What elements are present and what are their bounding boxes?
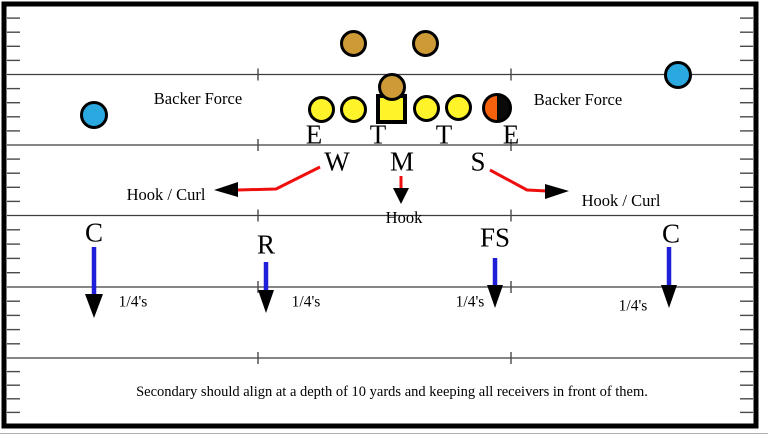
oline-circle-4 — [445, 94, 472, 121]
dline-label-t-right: T — [435, 119, 453, 150]
quarters-label-4: 1/4's — [618, 297, 648, 315]
quarters-label-2: 1/4's — [291, 293, 321, 311]
quarters-label-1: 1/4's — [118, 293, 148, 311]
corner-right-drop-arrow — [661, 247, 677, 308]
corner-left-drop-arrow — [85, 247, 103, 318]
yard-lines — [7, 73, 753, 359]
quarterback-circle — [378, 73, 406, 101]
dline-label-e-left: E — [305, 119, 323, 150]
linebacker-label-mike: M — [389, 146, 415, 177]
coaching-note: Secondary should align at a depth of 10 … — [136, 383, 648, 400]
sam-hook-curl-arrow — [489, 168, 569, 199]
secondary-label-rover: R — [256, 229, 276, 260]
secondary-label-free-safety: FS — [479, 222, 511, 253]
quarters-label-3: 1/4's — [455, 293, 485, 311]
tight-end-half-circle — [482, 93, 512, 123]
receiver-circle-right — [664, 61, 692, 89]
hook-curl-label-left: Hook / Curl — [126, 184, 206, 204]
dline-label-t-left: T — [369, 119, 387, 150]
rover-drop-arrow — [258, 262, 274, 313]
backer-force-label-left: Backer Force — [153, 88, 243, 108]
linebacker-label-will: W — [324, 146, 350, 177]
oline-circle-3 — [413, 95, 440, 122]
hash-marks — [7, 17, 753, 414]
mike-hook-arrow — [393, 176, 409, 204]
secondary-label-corner-left: C — [84, 217, 104, 248]
oline-circle-2 — [340, 96, 367, 123]
free-safety-drop-arrow — [487, 258, 503, 308]
receiver-circle-left — [80, 101, 108, 129]
field-border — [1, 1, 759, 429]
linebacker-label-sam: S — [470, 146, 486, 177]
oline-circle-1 — [308, 96, 335, 123]
backer-force-label-right: Backer Force — [533, 89, 623, 109]
hook-curl-label-right: Hook / Curl — [581, 190, 661, 210]
offense-back-circle-right — [412, 30, 439, 57]
secondary-label-corner-right: C — [661, 218, 681, 249]
will-hook-curl-arrow — [214, 165, 321, 197]
dline-label-e-right: E — [502, 119, 520, 150]
hook-label-middle: Hook — [385, 207, 423, 227]
offense-back-circle-left — [340, 30, 367, 57]
